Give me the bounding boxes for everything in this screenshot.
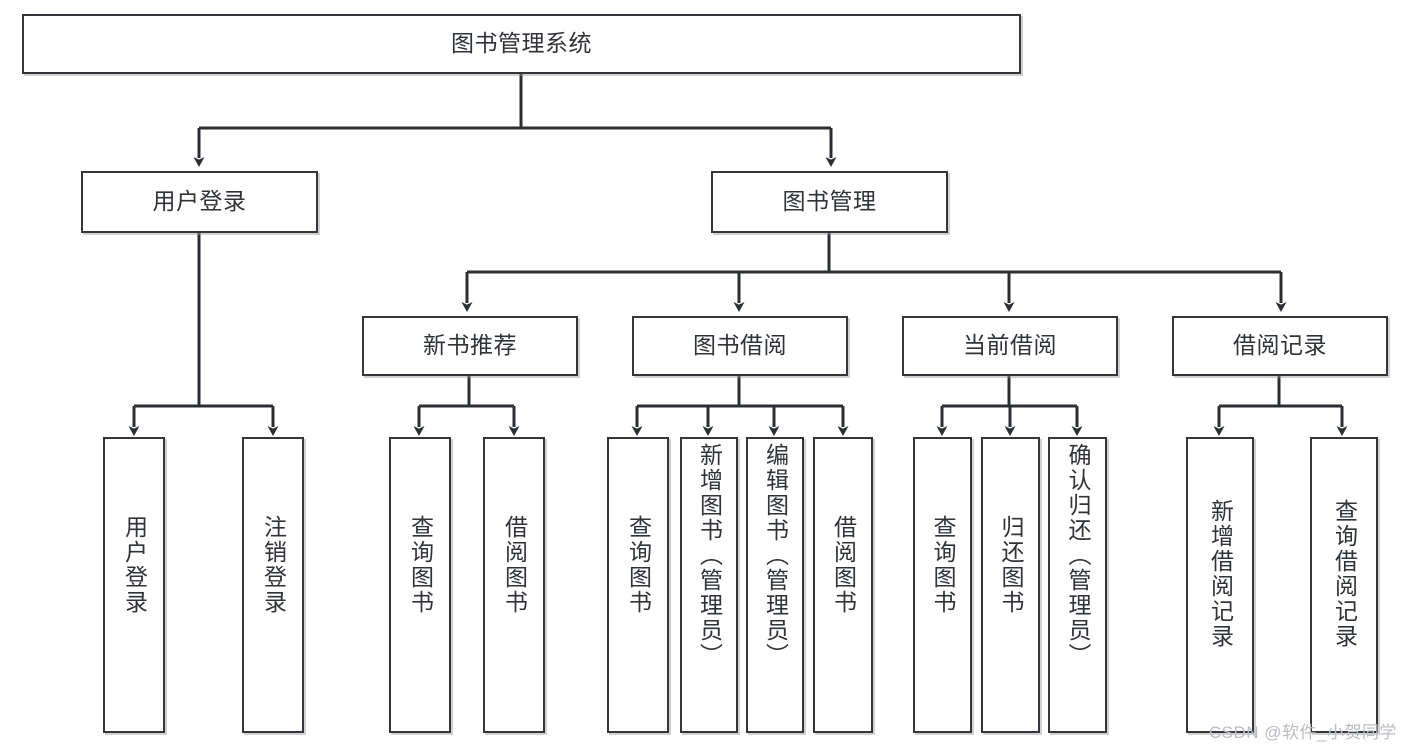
node-label: 查询图书 [930, 515, 956, 615]
node-label: 当前借阅 [963, 332, 1057, 359]
leaf-current-borrow-confirm-return-admin[interactable]: 确认归还（管理员） [1048, 437, 1107, 733]
node-label: 新增图书（管理员） [696, 443, 723, 668]
node-label: 借阅图书 [830, 515, 857, 615]
node-label: 用户登录 [152, 188, 247, 215]
leaf-book-borrow-borrow-book[interactable]: 借阅图书 [813, 437, 873, 733]
leaf-new-book-borrow-book[interactable]: 借阅图书 [483, 437, 545, 733]
leaf-user-login-logout[interactable]: 注销登录 [242, 437, 304, 733]
watermark-text: CSDN @软件_小贺同学 [1208, 723, 1397, 742]
node-current-borrow[interactable]: 当前借阅 [902, 316, 1118, 376]
node-label: 借阅记录 [1233, 332, 1327, 359]
node-label: 查询图书 [407, 515, 434, 615]
node-label: 编辑图书（管理员） [762, 443, 789, 668]
node-label: 图书管理 [782, 188, 877, 215]
node-label: 用户登录 [121, 515, 148, 615]
node-label: 新增借阅记录 [1207, 499, 1234, 649]
node-label: 图书借阅 [693, 332, 787, 359]
leaf-borrow-record-query-record[interactable]: 查询借阅记录 [1310, 437, 1378, 733]
node-label: 确认归还（管理员） [1065, 443, 1091, 668]
node-label: 查询图书 [625, 515, 652, 615]
node-label: 新书推荐 [423, 332, 517, 359]
node-book-borrow[interactable]: 图书借阅 [632, 316, 848, 376]
leaf-user-login-login[interactable]: 用户登录 [103, 437, 165, 733]
node-label: 归还图书 [998, 515, 1024, 615]
node-new-book-recommend[interactable]: 新书推荐 [362, 316, 578, 376]
node-label: 借阅图书 [501, 515, 528, 615]
node-label: 查询借阅记录 [1331, 499, 1358, 649]
leaf-book-borrow-query-book[interactable]: 查询图书 [607, 437, 669, 733]
node-root-book-management-system[interactable]: 图书管理系统 [22, 14, 1021, 74]
node-book-management[interactable]: 图书管理 [711, 171, 948, 233]
leaf-current-borrow-query-book[interactable]: 查询图书 [913, 437, 972, 733]
leaf-borrow-record-add-record[interactable]: 新增借阅记录 [1186, 437, 1254, 733]
node-label: 图书管理系统 [451, 30, 592, 57]
leaf-book-borrow-add-book-admin[interactable]: 新增图书（管理员） [680, 437, 738, 733]
node-label: 注销登录 [260, 515, 287, 615]
node-user-login[interactable]: 用户登录 [81, 171, 318, 233]
node-borrow-record[interactable]: 借阅记录 [1172, 316, 1388, 376]
leaf-book-borrow-edit-book-admin[interactable]: 编辑图书（管理员） [746, 437, 804, 733]
leaf-current-borrow-return-book[interactable]: 归还图书 [981, 437, 1040, 733]
leaf-new-book-query-book[interactable]: 查询图书 [389, 437, 451, 733]
